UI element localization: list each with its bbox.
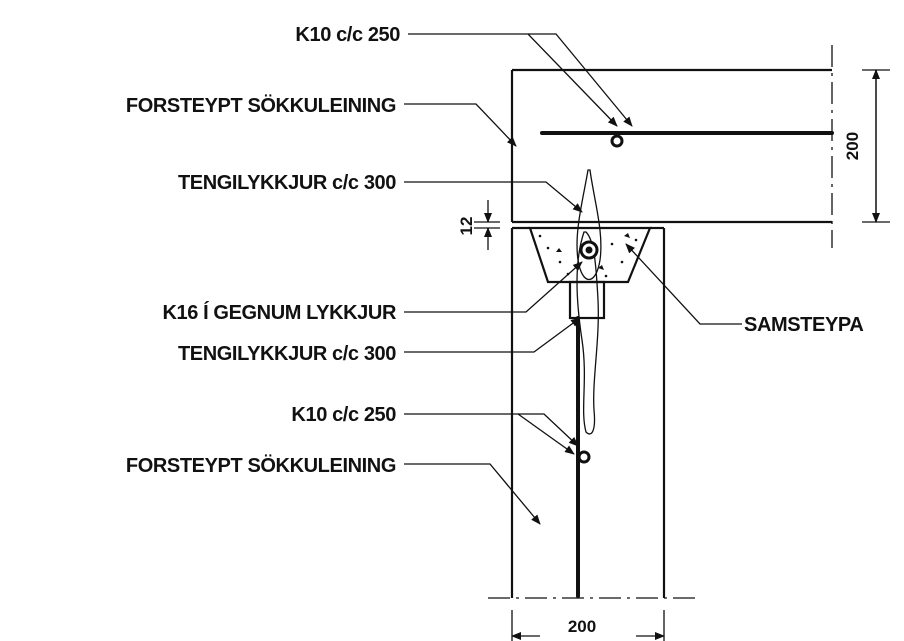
top-rebar xyxy=(540,131,834,148)
label-k16: K16 Í GEGNUM LYKKJUR xyxy=(162,301,396,324)
dimension-wall-width: 200 xyxy=(511,610,665,641)
bottom-rebar xyxy=(576,316,591,598)
slab-thickness-value: 200 xyxy=(843,132,862,160)
label-forsteypt-bottom: FORSTEYPT SÖKKULEINING xyxy=(126,454,396,477)
joint-grout-pocket xyxy=(528,226,652,284)
label-tengilykkjur-top: TENGILYKKJUR c/c 300 xyxy=(178,172,396,194)
top-precast-element xyxy=(510,45,833,248)
connection-loops xyxy=(576,169,602,435)
dimension-joint-gap: 12 xyxy=(457,200,500,250)
wall-width-value: 200 xyxy=(568,617,596,636)
leader-lines xyxy=(404,33,742,525)
label-k10-top: K10 c/c 250 xyxy=(295,24,400,46)
dimension-slab-thickness: 200 xyxy=(843,69,890,223)
shear-key xyxy=(568,280,606,320)
label-tengilykkjur-bottom: TENGILYKKJUR c/c 300 xyxy=(178,343,396,365)
label-forsteypt-top: FORSTEYPT SÖKKULEINING xyxy=(126,94,396,117)
label-samsteypa: SAMSTEYPA xyxy=(744,314,863,336)
bottom-precast-element xyxy=(488,226,700,599)
label-k10-bottom: K10 c/c 250 xyxy=(291,404,396,426)
joint-gap-value: 12 xyxy=(457,217,476,236)
